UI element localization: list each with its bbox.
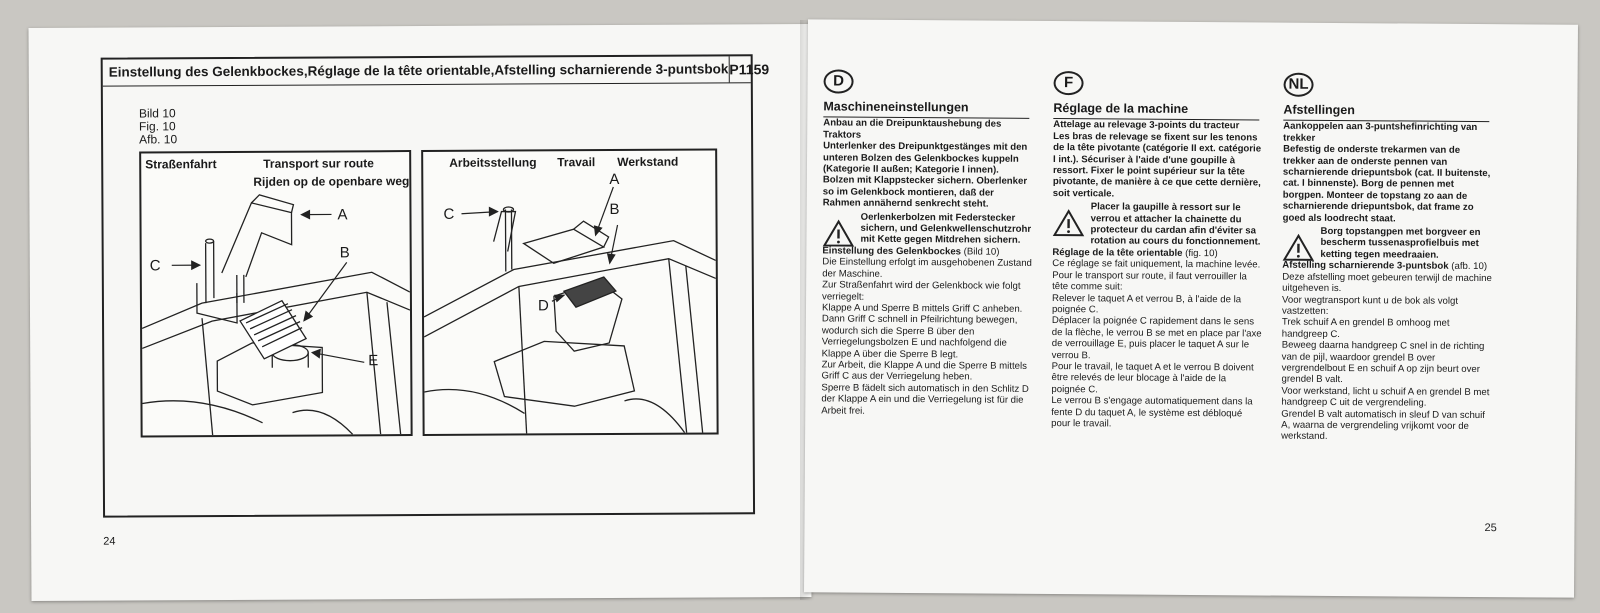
section-paragraph: Voor werkstand, licht u schuif A en gren… [1281, 385, 1490, 409]
fig2-callout-c: C [443, 205, 455, 223]
warning-text: Borg topstangpen met borgveer en bescher… [1320, 225, 1481, 261]
column-heading: Afstellingen [1283, 103, 1490, 123]
fig1-callout-b: B [339, 244, 350, 262]
attach-body: Befestig de onderste trekarmen van de tr… [1282, 143, 1491, 225]
figure-code: P1159 [728, 56, 770, 83]
page-number-left: 24 [103, 535, 116, 548]
section-paragraph: Déplacer la poignée C rapidement dans le… [1051, 315, 1262, 361]
section-paragraph: Zur Straßenfahrt wird der Gelenkbock wie… [822, 279, 1021, 303]
attach-body: Les bras de relevage se fixent sur les t… [1052, 130, 1262, 200]
figure-working-position: Arbeitsstellung Travail Werkstand [421, 148, 719, 436]
section-paragraph: Grendel B valt automatisch in sleuf D va… [1281, 408, 1486, 443]
left-page: Einstellung des Gelenkbockes,Réglage de … [28, 23, 812, 602]
section-title-text: Réglage de la tête orientable [1052, 246, 1186, 259]
figure-frame: Einstellung des Gelenkbockes,Réglage de … [100, 54, 770, 518]
figure-ref-nl: Afb. 10 [139, 132, 178, 147]
section-paragraph: Pour le transport sur route, il faut ver… [1052, 269, 1247, 293]
section-ref: (Bild 10) [963, 246, 1000, 258]
warning-icon [1282, 233, 1315, 261]
warning-icon [1052, 209, 1085, 237]
fig1-callout-c: C [149, 257, 161, 275]
section-paragraph: Die Einstellung erfolgt im ausgehobenen … [822, 256, 1032, 280]
column-heading: Maschineneinstellungen [823, 99, 1030, 120]
figure-title: Einstellung des Gelenkbockes,Réglage de … [108, 61, 729, 80]
attach-title: Anbau an die Dreipunktaushebung des Trak… [823, 117, 1002, 141]
language-badge: F [1053, 71, 1084, 96]
fig1-callout-e: E [368, 352, 379, 370]
warning-text: Placer la gaupille à ressort sur le verr… [1090, 201, 1261, 248]
section-paragraph: Le verrou B s'engage automatiquement dan… [1051, 395, 1253, 430]
fig2-callout-b: B [609, 200, 620, 219]
fig1-callout-a: A [337, 206, 348, 224]
warning-icon [822, 219, 855, 247]
section-paragraph: Deze afstelling moet gebeuren terwijl de… [1282, 271, 1492, 295]
fig2-callout-d: D [537, 297, 549, 315]
section-paragraph: Relever le taquet A et verrou B, à l'aid… [1051, 292, 1242, 316]
hitch-drawing-transport [141, 194, 411, 436]
hitch-drawing-working [423, 186, 717, 434]
page-number-right: 25 [1484, 522, 1497, 535]
section-paragraph: Zur Arbeit, die Klappe A und die Sperre … [821, 359, 1027, 383]
language-badge: D [823, 69, 854, 94]
language-badge: NL [1283, 72, 1314, 97]
section-paragraph: Klappe A und Sperre B mittels Griff C an… [821, 302, 1023, 360]
fig2-callout-a: A [609, 170, 620, 189]
section-ref: (fig. 10) [1185, 247, 1218, 260]
section-paragraph: Beweeg daarna handgreep C snel in de ric… [1281, 339, 1485, 386]
column-heading: Réglage de la machine [1053, 101, 1260, 121]
section-paragraph: Voor wegtransport kunt u de bok als volg… [1281, 294, 1459, 317]
figure-road-transport: Straßenfahrt Transport sur route Rijden … [139, 150, 413, 438]
warning-block: Placer la gaupille à ressort sur le verr… [1052, 201, 1262, 248]
section-paragraph: Trek schuif A en grendel B omhoog met ha… [1281, 316, 1450, 340]
attach-title: Aankoppelen aan 3-puntshefinrichting van… [1283, 121, 1478, 144]
attach-body: Unterlenker des Dreipunktgestänges mit d… [822, 140, 1028, 210]
warning-text: Oerlenkerbolzen mit Federstecker sichern… [860, 211, 1032, 247]
figure-title-bar: Einstellung des Gelenkbockes,Réglage de … [102, 56, 770, 87]
warning-block: Oerlenkerbolzen mit Federstecker sichern… [822, 211, 1032, 247]
section-paragraph: Pour le travail, le taquet A et le verro… [1051, 360, 1254, 396]
warning-block: Borg topstangpen met borgveer en bescher… [1282, 226, 1492, 262]
figure-references: Bild 10 Fig. 10 Afb. 10 [139, 106, 178, 147]
section-ref: (afb. 10) [1451, 261, 1488, 273]
section-paragraph: Sperre B fädelt sich automatisch in den … [821, 382, 1029, 417]
